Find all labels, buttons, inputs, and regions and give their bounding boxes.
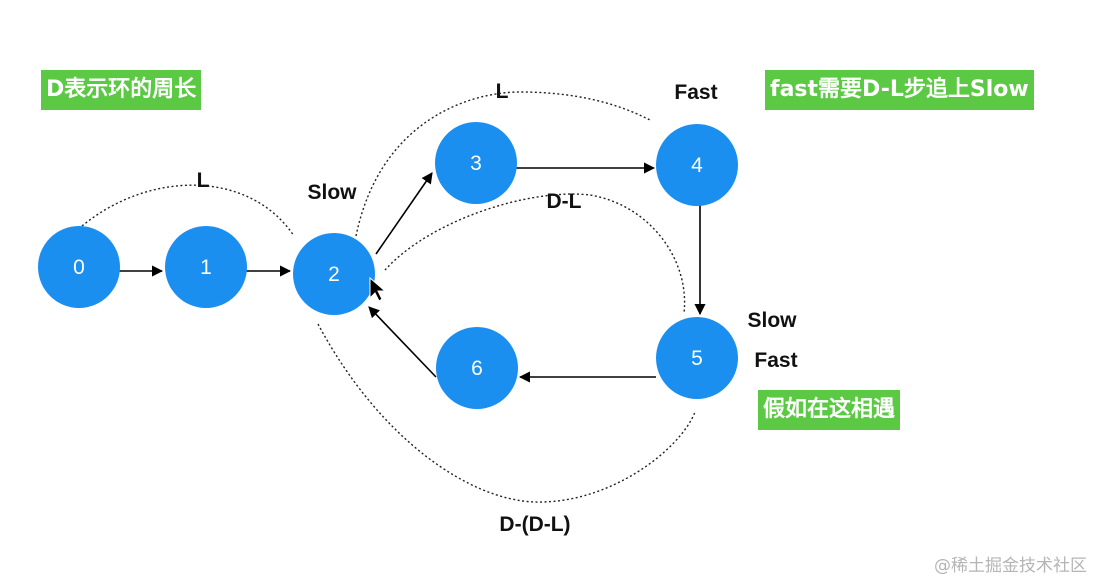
node-2 xyxy=(293,233,375,315)
label-fast-near-4: Fast xyxy=(674,81,717,104)
note-fast-needs-d-l: fast需要D-L步追上Slow xyxy=(765,70,1034,110)
label-l-right: L xyxy=(496,80,509,103)
label-l-left: L xyxy=(197,169,210,192)
note-suppose-meet-here: 假如在这相遇 xyxy=(758,390,901,430)
note-d-circumference: D表示环的周长 xyxy=(41,70,202,110)
node-1 xyxy=(165,226,247,308)
node-0-label: 0 xyxy=(73,256,85,279)
arc-l-2-to-4 xyxy=(355,91,651,237)
node-3 xyxy=(435,122,517,204)
edge-6-2 xyxy=(368,306,437,378)
arc-d-minus-d-l-5-to-2 xyxy=(317,323,696,503)
edge-2-3 xyxy=(375,172,433,255)
label-fast-near-5: Fast xyxy=(754,349,797,372)
node-1-label: 1 xyxy=(200,256,212,279)
node-2-label: 2 xyxy=(328,263,340,286)
node-5-label: 5 xyxy=(691,347,703,370)
arrow-cursor-icon xyxy=(369,276,387,302)
label-d-minus-l: D-L xyxy=(547,190,582,213)
arc-d-l-2-to-5 xyxy=(384,193,686,314)
node-4-label: 4 xyxy=(691,154,703,177)
node-6-label: 6 xyxy=(471,357,483,380)
node-0 xyxy=(38,226,120,308)
arc-l-0-to-2 xyxy=(81,184,295,237)
label-d-minus-d-minus-l: D-(D-L) xyxy=(499,513,570,536)
node-5 xyxy=(656,317,738,399)
watermark-text: @稀土掘金技术社区 xyxy=(934,556,1087,576)
label-slow-near-5: Slow xyxy=(747,309,797,332)
node-4 xyxy=(656,124,738,206)
label-slow-near-2: Slow xyxy=(307,181,357,204)
node-6 xyxy=(436,327,518,409)
node-3-label: 3 xyxy=(470,152,482,175)
